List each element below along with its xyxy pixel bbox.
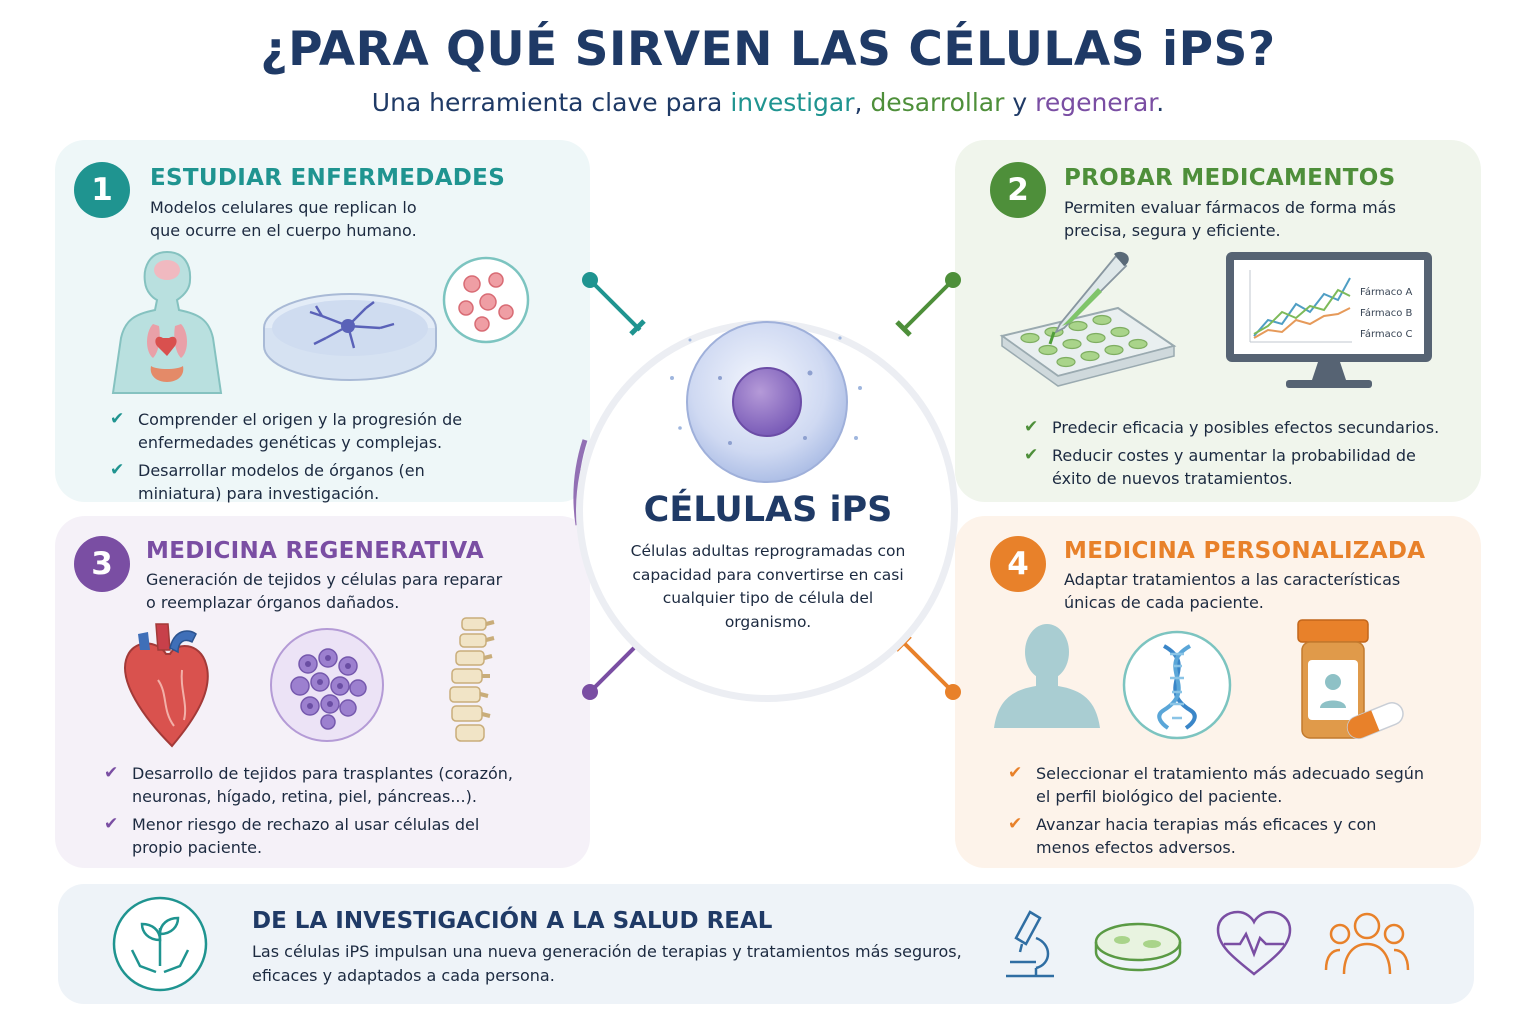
bullet-text: Desarrollar modelos de órganos (en minia…	[138, 461, 425, 503]
monitor-legend: Fármaco A Fármaco B Fármaco C	[1360, 282, 1413, 345]
magnified-cells-icon	[442, 256, 530, 344]
legend-item: Fármaco B	[1360, 308, 1413, 319]
panel-2-number-badge: 2	[990, 162, 1046, 218]
cell-cluster-icon	[270, 628, 384, 742]
list-item: ✔ Menor riesgo de rechazo al usar células…	[104, 813, 514, 859]
spine-icon	[449, 617, 495, 742]
panel-1-bullets: ✔ Comprender el origen y la progresión de…	[110, 408, 470, 510]
panel-4-description: Adaptar tratamientos a las característic…	[1064, 570, 1401, 612]
petri-dish-neuron-icon	[263, 293, 437, 381]
check-icon: ✔	[104, 763, 119, 783]
subtitle-separator: y	[1004, 88, 1036, 117]
panel-4-title: MEDICINA PERSONALIZADA	[1064, 538, 1426, 564]
list-item: ✔ Reducir costes y aumentar la probabilid…	[1024, 444, 1454, 490]
panel-3-description: Generación de tejidos y células para rep…	[146, 570, 503, 612]
legend-item: Fármaco C	[1360, 329, 1413, 340]
check-icon: ✔	[1008, 814, 1023, 834]
list-item: ✔ Predecir eficacia y posibles efectos se…	[1024, 416, 1454, 439]
panel-3-number-badge: 3	[74, 536, 130, 592]
monitor-chart-icon	[1226, 252, 1432, 388]
panel-1-number-badge: 1	[74, 162, 130, 218]
ips-cell-icon	[670, 321, 862, 483]
panel-4-bullets: ✔ Seleccionar el tratamiento más adecuado…	[1008, 762, 1428, 864]
bullet-text: Reducir costes y aumentar la probabilida…	[1052, 446, 1416, 488]
center-title: CÉLULAS iPS	[643, 490, 893, 530]
page-subtitle: Una herramienta clave para investigar, d…	[0, 88, 1536, 117]
footer-title: DE LA INVESTIGACIÓN A LA SALUD REAL	[252, 908, 773, 934]
list-item: ✔ Comprender el origen y la progresión de…	[110, 408, 470, 454]
bullet-text: Seleccionar el tratamiento más adecuado …	[1036, 764, 1425, 806]
heart-pulse-icon	[1216, 910, 1292, 976]
people-group-icon	[1324, 912, 1410, 975]
bullet-text: Comprender el origen y la progresión de …	[138, 410, 463, 452]
bullet-text: Desarrollo de tejidos para trasplantes (…	[132, 764, 513, 806]
petri-dish-icon	[1094, 922, 1182, 972]
legend-item: Fármaco A	[1360, 287, 1413, 298]
footer-description: Las células iPS impulsan una nueva gener…	[252, 942, 962, 985]
check-icon: ✔	[1024, 417, 1039, 437]
plant-hands-icon	[112, 896, 208, 992]
panel-4-number-badge: 4	[990, 536, 1046, 592]
bullet-text: Menor riesgo de rechazo al usar células …	[132, 815, 480, 857]
human-body-organs-icon	[111, 250, 223, 394]
subtitle-word-investigar: investigar	[730, 88, 855, 117]
check-icon: ✔	[1024, 445, 1039, 465]
heart-icon	[124, 623, 209, 748]
panel-2-description: Permiten evaluar fármacos de forma más p…	[1064, 198, 1396, 240]
pipette-well-plate-icon	[999, 251, 1177, 387]
list-item: ✔ Desarrollar modelos de órganos (en mini…	[110, 459, 470, 505]
panel-1-title: ESTUDIAR ENFERMEDADES	[150, 165, 506, 191]
panel-3-bullets: ✔ Desarrollo de tejidos para trasplantes …	[104, 762, 514, 864]
panel-2-title: PROBAR MEDICAMENTOS	[1064, 165, 1396, 191]
pill-bottle-icon	[1297, 619, 1404, 740]
panel-1-description: Modelos celulares que replican lo que oc…	[150, 198, 417, 240]
panel-2-bullets: ✔ Predecir eficacia y posibles efectos se…	[1024, 416, 1454, 495]
subtitle-separator: ,	[854, 88, 871, 117]
dna-icon	[1122, 630, 1232, 740]
check-icon: ✔	[110, 460, 125, 480]
list-item: ✔ Desarrollo de tejidos para trasplantes …	[104, 762, 514, 808]
check-icon: ✔	[1008, 763, 1023, 783]
bullet-text: Avanzar hacia terapias más eficaces y co…	[1036, 815, 1377, 857]
page-title: ¿PARA QUÉ SIRVEN LAS CÉLULAS iPS?	[260, 22, 1276, 77]
center-description: Células adultas reprogramadas con capaci…	[630, 542, 906, 631]
list-item: ✔ Seleccionar el tratamiento más adecuado…	[1008, 762, 1428, 808]
panel-3-title: MEDICINA REGENERATIVA	[146, 538, 485, 564]
list-item: ✔ Avanzar hacia terapias más eficaces y c…	[1008, 813, 1428, 859]
subtitle-word-regenerar: regenerar	[1035, 88, 1157, 117]
subtitle-text: Una herramienta clave para	[371, 88, 731, 117]
check-icon: ✔	[110, 409, 125, 429]
person-silhouette-icon	[994, 624, 1100, 728]
check-icon: ✔	[104, 814, 119, 834]
subtitle-period: .	[1156, 88, 1165, 117]
subtitle-word-desarrollar: desarrollar	[870, 88, 1005, 117]
microscope-icon	[1006, 910, 1054, 978]
bullet-text: Predecir eficacia y posibles efectos sec…	[1052, 418, 1440, 437]
